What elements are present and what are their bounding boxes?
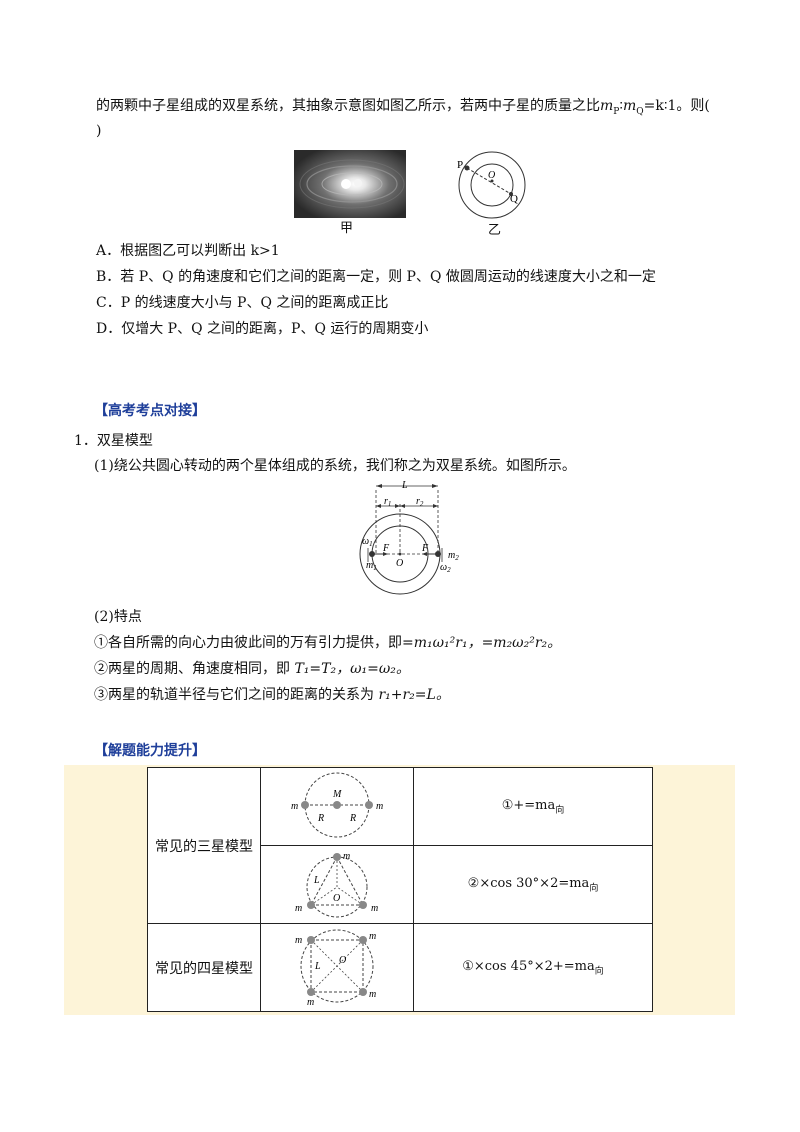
svg-text:O: O <box>396 558 403 569</box>
svg-text:m: m <box>295 903 302 914</box>
stem-line-1: 的两颗中子星组成的双星系统，其抽象示意图如图乙所示，若两中子星的质量之比mP∶m… <box>96 98 710 117</box>
three-star-triangle-figure: m L O m m <box>295 851 378 917</box>
label-p: P <box>457 159 463 171</box>
star-model-table: 常见的三星模型 m M m R R ①+=ma向 <box>147 767 653 1012</box>
svg-text:M: M <box>332 789 342 800</box>
table-row: 常见的四星模型 m m L O m m ①×cos 45°×2+=ma向 <box>147 923 653 1012</box>
svg-text:r2: r2 <box>416 496 424 508</box>
item-1-sub1: (1)绕公共圆心转动的两个星体组成的系统，我们称之为双星系统。如图所示。 <box>94 458 576 474</box>
svg-text:m: m <box>376 801 383 812</box>
fig-cell-four: m m L O m m <box>260 923 414 1012</box>
svg-text:m: m <box>291 801 298 812</box>
feature-3: ③两星的轨道半径与它们之间的距离的关系为 r₁+r₂=L。 <box>94 687 450 703</box>
row-label-four-star: 常见的四星模型 <box>147 923 261 1012</box>
item-1-title: 1．双星模型 <box>74 433 153 449</box>
svg-text:R: R <box>317 813 324 824</box>
label-L: L <box>401 480 408 491</box>
svg-text:O: O <box>339 955 346 966</box>
svg-text:L: L <box>313 875 320 886</box>
svg-text:m2: m2 <box>448 550 459 562</box>
svg-text:m1: m1 <box>366 560 377 572</box>
item-1-sub2: (2)特点 <box>94 609 142 625</box>
caption-jia: 甲 <box>340 221 354 236</box>
svg-text:O: O <box>333 893 340 904</box>
svg-text:m: m <box>371 903 378 914</box>
formula-three-line: ①+=ma向 <box>413 767 653 846</box>
feature-1: ①各自所需的向心力由彼此间的万有引力提供，即=m₁ω₁²r₁，=m₂ω₂²r₂。 <box>94 635 562 651</box>
feature-2: ②两星的周期、角速度相同，即 T₁=T₂，ω₁=ω₂。 <box>94 661 410 677</box>
table-row: 常见的三星模型 m M m R R ①+=ma向 <box>147 767 653 924</box>
table-row: m L O m m ②×cos 30°×2=ma向 <box>148 845 653 924</box>
svg-text:r1: r1 <box>384 496 391 508</box>
stem-line-2: ) <box>96 123 102 139</box>
figure-yi: P O Q <box>457 151 526 219</box>
svg-text:m: m <box>369 931 376 942</box>
svg-text:ω1: ω1 <box>362 536 373 548</box>
svg-text:m: m <box>369 989 376 1000</box>
heading-ability: 【解题能力提升】 <box>94 743 206 759</box>
formula-four-star: ①×cos 45°×2+=ma向 <box>413 923 653 1012</box>
svg-text:F: F <box>421 543 429 554</box>
fig-cell-three-line: m M m R R <box>260 767 414 846</box>
four-star-figure: m m L O m m <box>295 929 376 1008</box>
row-label-three-star: 常见的三星模型 <box>147 767 261 924</box>
caption-yi: 乙 <box>488 223 502 238</box>
svg-text:m: m <box>307 997 314 1007</box>
neutron-star-photo <box>294 150 406 218</box>
option-b: B．若 P、Q 的角速度和它们之间的距离一定，则 P、Q 做圆周运动的线速度大小… <box>96 269 656 285</box>
option-c: C．P 的线速度大小与 P、Q 之间的距离成正比 <box>96 295 389 311</box>
heading-exam-points: 【高考考点对接】 <box>94 403 206 419</box>
label-o: O <box>488 170 495 181</box>
svg-text:L: L <box>314 961 321 972</box>
fig-cell-three-tri: m L O m m <box>260 845 414 924</box>
svg-text:F: F <box>382 543 390 554</box>
svg-text:m: m <box>343 851 350 862</box>
label-q: Q <box>510 193 518 205</box>
binary-star-diagram: L r1 r2 ω1 F F m1 O m2 ω2 <box>359 480 459 595</box>
svg-text:ω2: ω2 <box>440 562 451 574</box>
three-star-line-figure: m M m R R <box>291 772 383 837</box>
svg-text:m: m <box>295 935 302 946</box>
option-d: D．仅增大 P、Q 之间的距离，P、Q 运行的周期变小 <box>96 321 429 337</box>
option-a: A．根据图乙可以判断出 k>1 <box>96 243 280 259</box>
formula-three-triangle: ②×cos 30°×2=ma向 <box>413 845 653 924</box>
svg-text:R: R <box>349 813 356 824</box>
